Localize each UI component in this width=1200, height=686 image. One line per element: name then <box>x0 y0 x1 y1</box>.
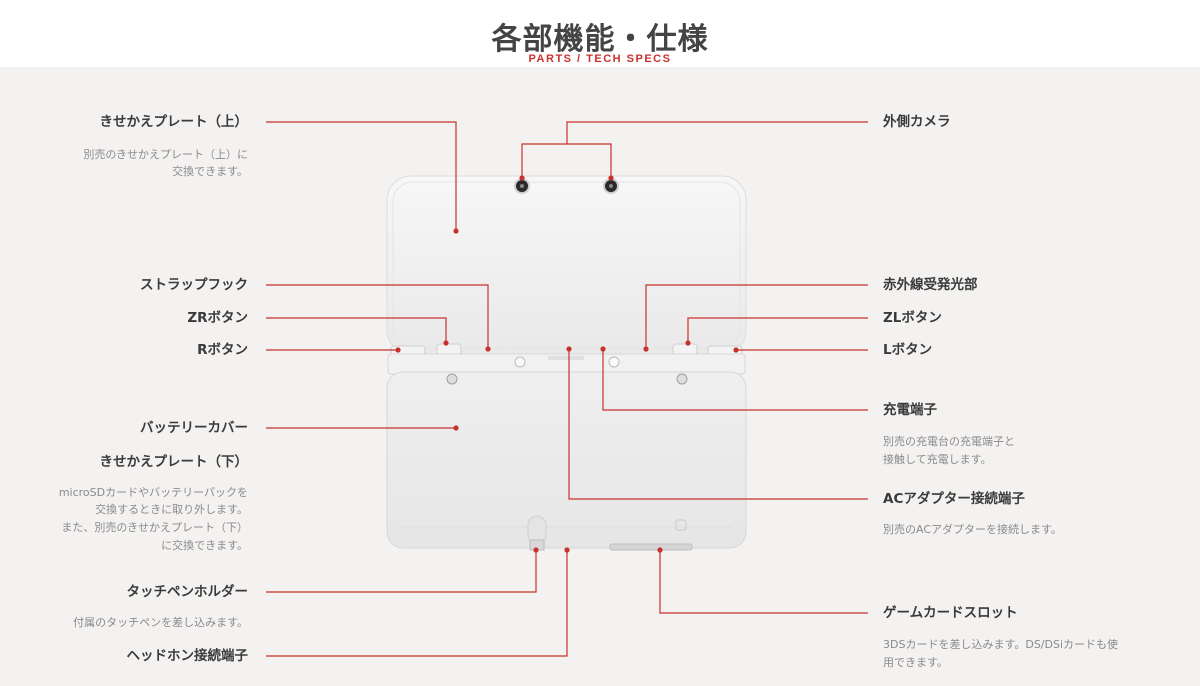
label-battery-cover: バッテリーカバー <box>140 420 248 436</box>
desc-plate-bottom-1: microSDカードやバッテリーパックを <box>58 486 248 499</box>
desc-game-card-slot-1: 3DSカードを差し込みます。DS/DSiカードも使 <box>883 638 1119 651</box>
label-plate-top: きせかえプレート（上） <box>99 114 249 130</box>
label-stylus-holder: タッチペンホルダー <box>126 584 249 600</box>
desc-plate-bottom-4: に交換できます。 <box>161 539 248 552</box>
desc-plate-top-2: 交換できます。 <box>172 165 248 178</box>
page-subtitle: PARTS / TECH SPECS <box>528 53 672 65</box>
label-ac-adapter-terminal: ACアダプター接続端子 <box>883 491 1025 507</box>
label-game-card-slot: ゲームカードスロット <box>883 605 1018 621</box>
label-strap-hook: ストラップフック <box>140 277 248 293</box>
camera-lenses <box>514 178 619 194</box>
label-r-button: Rボタン <box>197 342 248 358</box>
header: 各部機能・仕様 PARTS / TECH SPECS <box>0 0 1200 67</box>
desc-plate-bottom-3: また、別売のきせかえプレート（下） <box>61 521 248 534</box>
desc-game-card-slot-2: 用できます。 <box>883 656 948 669</box>
desc-plate-top-1: 別売のきせかえプレート（上）に <box>83 148 248 161</box>
label-headphone-jack: ヘッドホン接続端子 <box>126 648 249 664</box>
device-hinge <box>387 353 746 375</box>
label-charging-terminal: 充電端子 <box>883 402 937 418</box>
desc-ac-adapter-terminal-1: 別売のACアダプターを接続します。 <box>883 523 1062 536</box>
desc-charging-terminal-2: 接触して充電します。 <box>883 453 992 466</box>
desc-charging-terminal-1: 別売の充電台の充電端子と <box>883 435 1015 448</box>
device-bottom-half <box>386 371 747 551</box>
leader-dots <box>395 175 739 553</box>
label-plate-bottom: きせかえプレート（下） <box>99 454 249 470</box>
label-l-button: Lボタン <box>883 342 933 358</box>
zr-button-shape <box>436 343 462 356</box>
label-zl-button: ZLボタン <box>883 310 942 326</box>
desc-stylus-holder-1: 付属のタッチペンを差し込みます。 <box>73 616 248 629</box>
label-outer-camera: 外側カメラ <box>883 114 951 130</box>
page-title: 各部機能・仕様 <box>491 22 709 57</box>
label-ir-receiver: 赤外線受発光部 <box>883 277 978 293</box>
zl-button-shape <box>672 343 698 356</box>
desc-plate-bottom-2: 交換するときに取り外します。 <box>95 503 248 516</box>
leader-lines <box>266 121 868 657</box>
label-zr-button: ZRボタン <box>187 310 248 326</box>
device-top-half <box>386 175 747 355</box>
